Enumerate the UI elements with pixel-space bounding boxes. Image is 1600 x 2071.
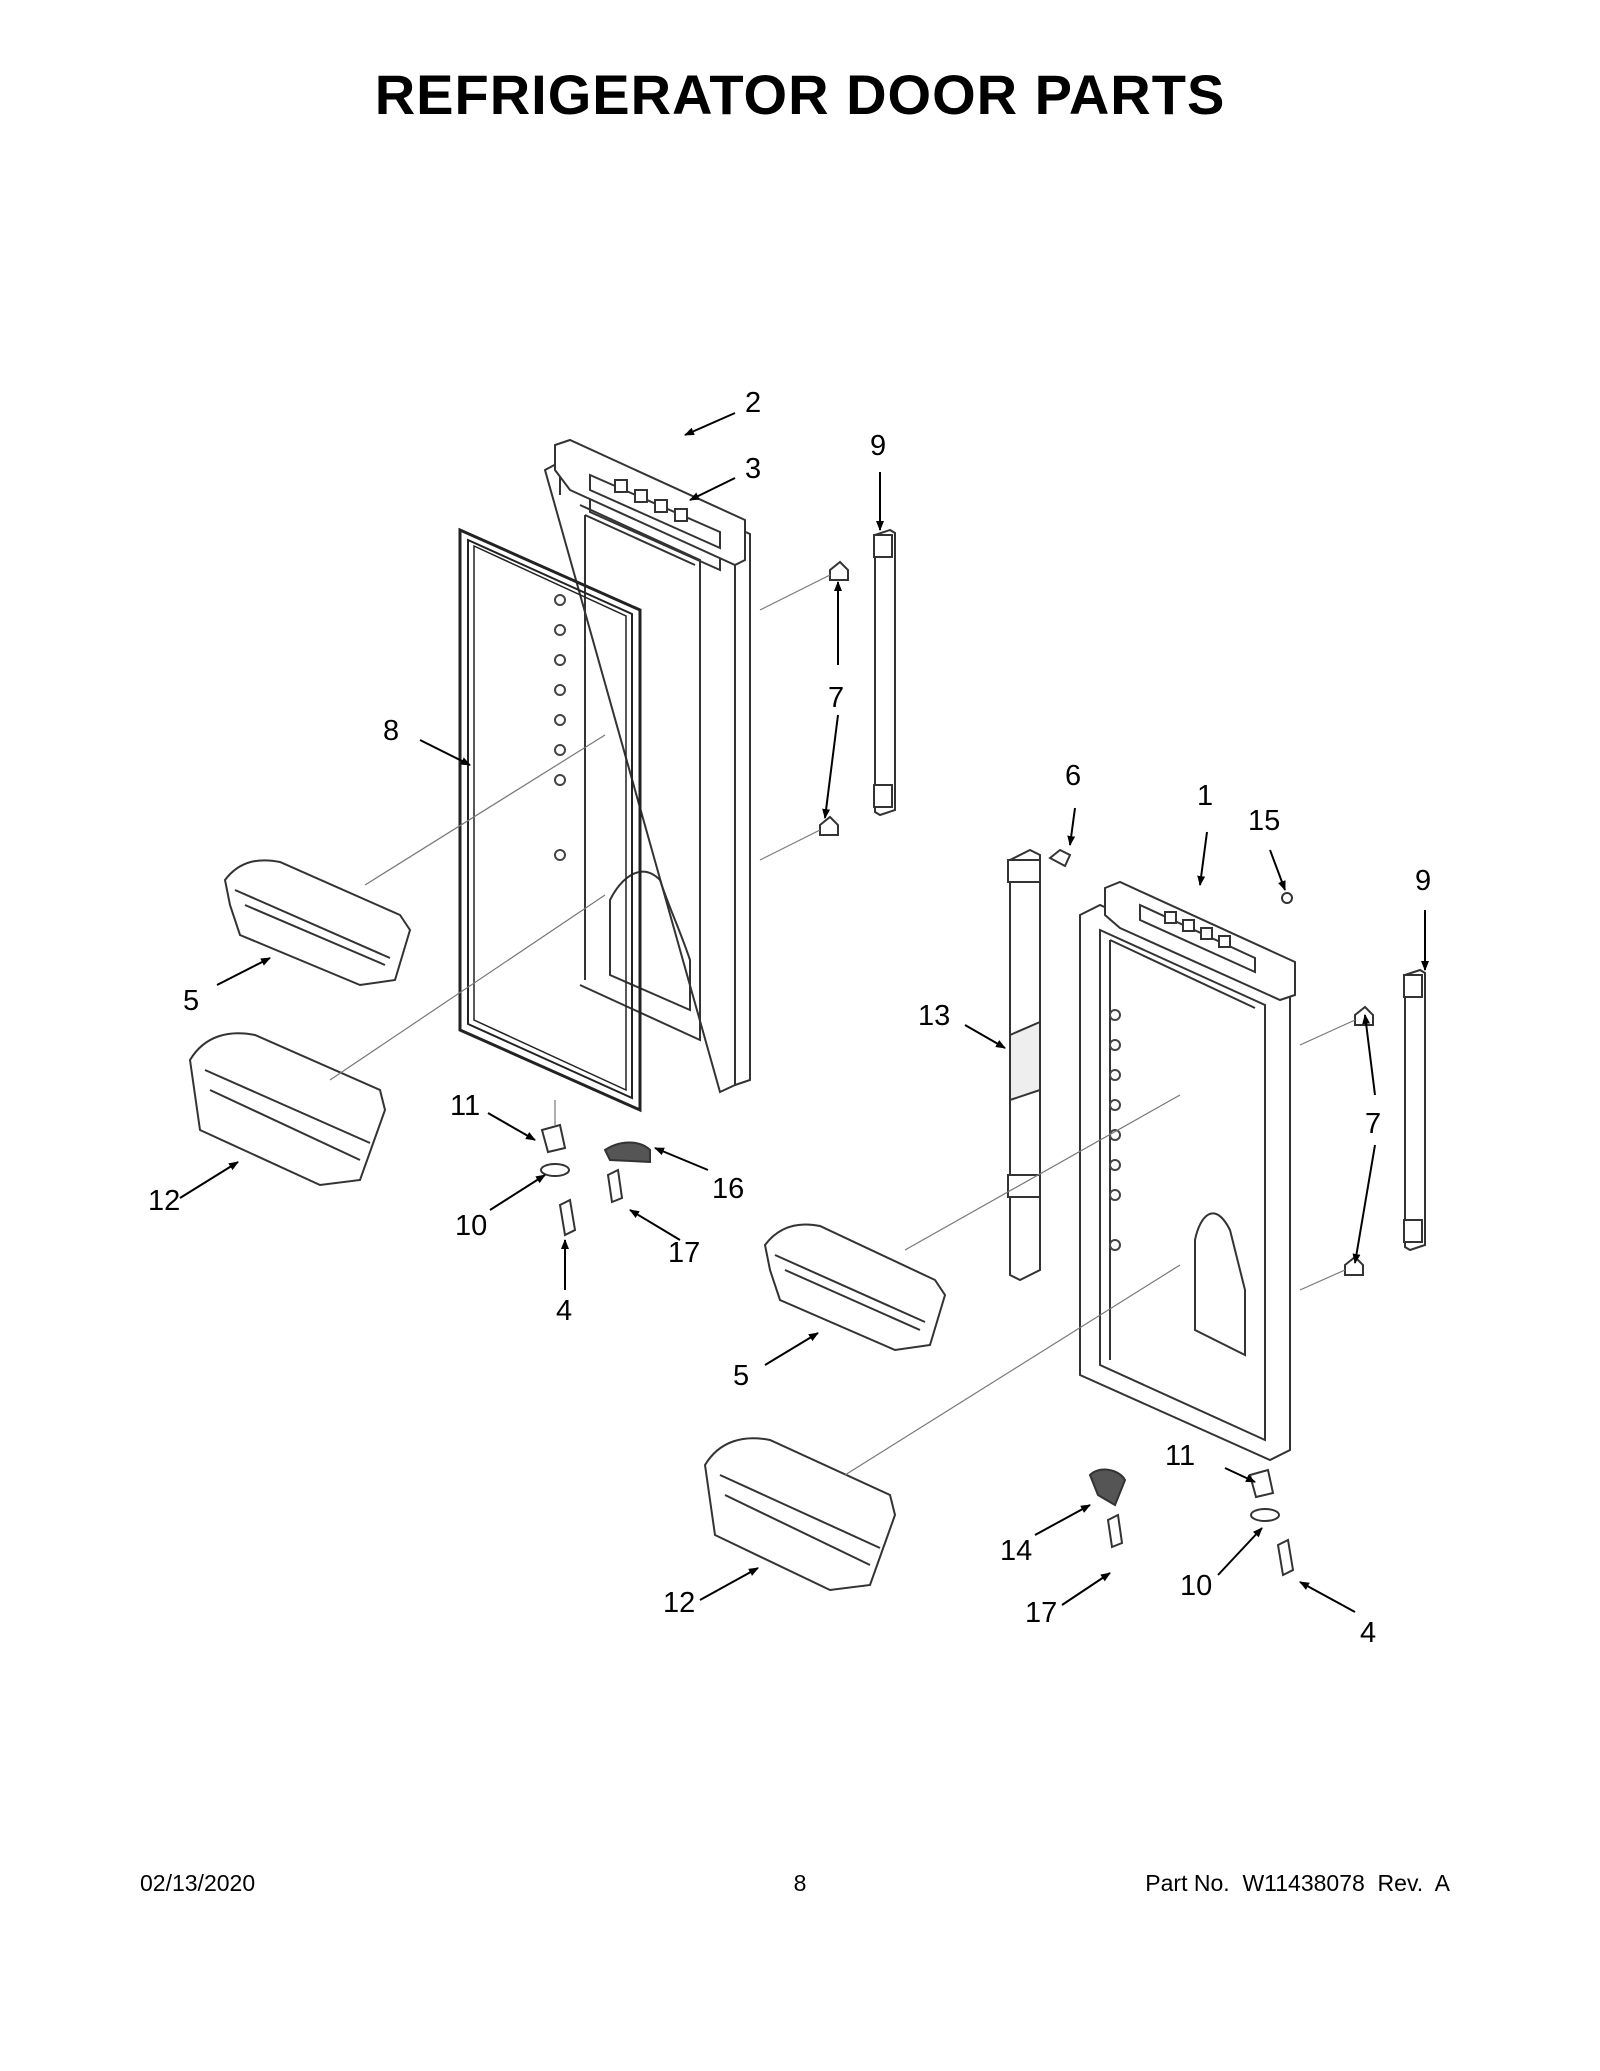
left-guide-lines: [329, 574, 831, 1125]
callout-12: 12: [148, 1185, 180, 1217]
footer-part-number: Part No. W11438078 Rev. A: [1145, 1870, 1450, 1896]
callout-5: 5: [183, 985, 199, 1017]
callout-17: 17: [668, 1237, 700, 1269]
left-handle-screws: [819, 560, 849, 836]
callout-16: 16: [712, 1173, 744, 1205]
callout-3: 3: [745, 453, 761, 485]
right-door-top-cap: [1104, 880, 1296, 1002]
callout-7: 7: [828, 682, 844, 714]
callout-12: 12: [663, 1587, 695, 1619]
callout-4: 4: [556, 1295, 572, 1327]
right-guide-lines: [844, 1019, 1356, 1476]
callout-labels: 2 3 9 7 8 5 12 11 16 10 17 4 6 1 15 9 13…: [148, 387, 1431, 1649]
callout-6: 6: [1065, 760, 1081, 792]
callout-9: 9: [870, 430, 886, 462]
right-door-hinge-parts: [1088, 1468, 1295, 1577]
left-door-gasket: [458, 527, 642, 1113]
callout-4: 4: [1360, 1617, 1376, 1649]
callout-11: 11: [1165, 1440, 1195, 1472]
callout-13: 13: [918, 1000, 950, 1032]
callout-10: 10: [1180, 1570, 1212, 1602]
callout-5: 5: [733, 1360, 749, 1392]
callout-11: 11: [450, 1090, 480, 1122]
left-door-bin-upper: [223, 859, 412, 987]
callout-1: 1: [1197, 780, 1213, 812]
callout-9: 9: [1415, 865, 1431, 897]
callout-17: 17: [1025, 1597, 1057, 1629]
callout-2: 2: [745, 387, 761, 419]
left-door-bin-lower: [188, 1032, 387, 1187]
right-door-handle-trim: [1403, 968, 1426, 1252]
left-door-hinge-parts: [540, 1123, 651, 1237]
footer-date: 02/13/2020: [140, 1870, 256, 1896]
callout-8: 8: [383, 715, 399, 747]
right-door-mullion: [1007, 848, 1041, 1282]
right-door-liner: [1079, 903, 1291, 1462]
left-door-shelf-posts: [554, 594, 566, 861]
callout-15: 15: [1248, 805, 1280, 837]
right-door-bin-upper: [763, 1223, 947, 1352]
left-door-top-cap: [554, 438, 746, 567]
callout-arrows: [179, 412, 1429, 1613]
left-door-handle-trim: [873, 528, 896, 817]
footer-page-number: 8: [793, 1870, 807, 1896]
page-title: REFRIGERATOR DOOR PARTS: [374, 63, 1226, 126]
callout-14: 14: [1000, 1535, 1032, 1567]
right-door-screws-top: [1048, 848, 1293, 904]
right-door-bin-lower: [703, 1437, 897, 1592]
callout-10: 10: [455, 1210, 487, 1242]
callout-7: 7: [1365, 1108, 1381, 1140]
